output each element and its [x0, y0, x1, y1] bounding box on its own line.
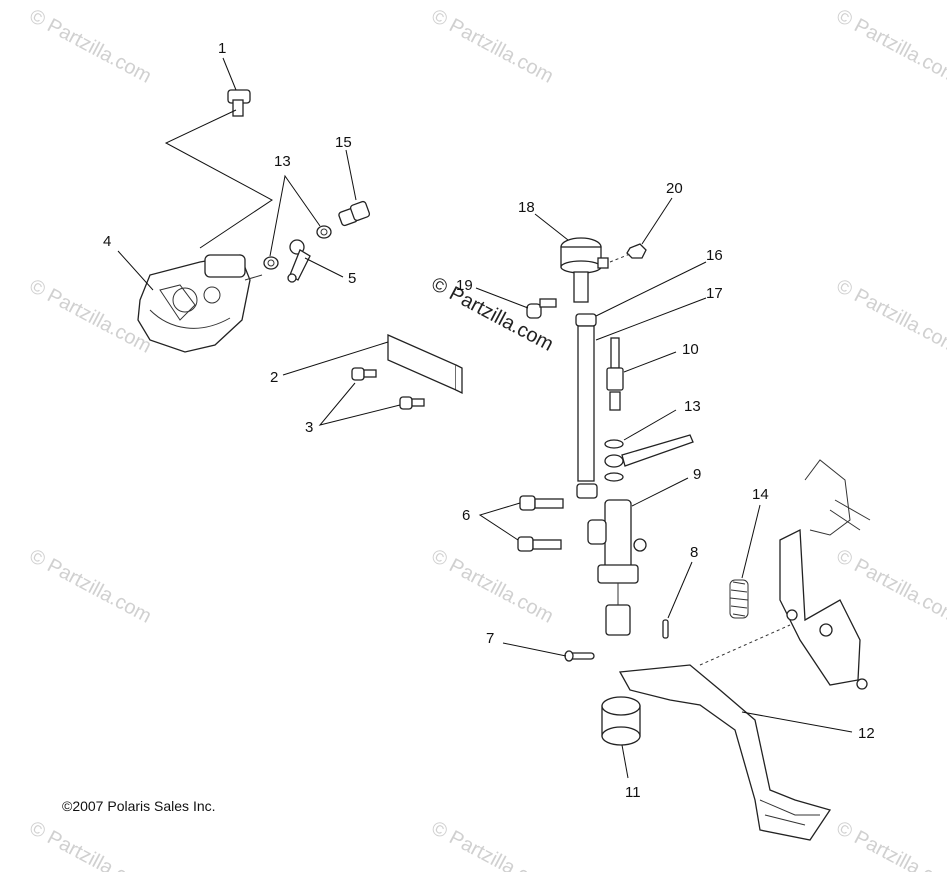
part-20-nut[interactable] [626, 243, 647, 259]
callout-12: 12 [858, 725, 875, 742]
leader-13-caliper [269, 174, 321, 257]
watermark: © Partzilla.com [26, 545, 155, 628]
part-12-brake-pedal[interactable] [618, 664, 832, 841]
leader-8 [667, 561, 693, 619]
watermark: © Partzilla.com [428, 545, 557, 628]
part-4-brake-caliper[interactable] [137, 254, 263, 353]
callout-1: 1 [218, 40, 226, 57]
leader-11 [621, 744, 629, 779]
part-11-bushing[interactable] [601, 696, 641, 746]
callout-4: 4 [103, 233, 111, 250]
watermark: © Partzilla.com [428, 817, 557, 872]
part-5-banjo-fitting[interactable] [287, 239, 311, 283]
part-13-washers-master[interactable] [604, 434, 694, 482]
frame-bracket[interactable] [779, 459, 871, 690]
callout-17: 17 [706, 285, 723, 302]
watermark: © Partzilla.com [833, 275, 947, 358]
leader-13-master [623, 409, 677, 441]
callout-15: 15 [335, 134, 352, 151]
callout-9: 9 [693, 466, 701, 483]
leader-18 [534, 213, 569, 241]
part-15-banjo-bolt[interactable] [338, 200, 371, 227]
watermark: © Partzilla.com [833, 5, 947, 88]
leader-12 [741, 711, 853, 733]
callout-2: 2 [270, 369, 278, 386]
callout-18: 18 [518, 199, 535, 216]
callout-13-master: 13 [684, 398, 701, 415]
leader-14 [741, 504, 761, 579]
copyright-notice: ©2007 Polaris Sales Inc. [62, 798, 216, 814]
callout-14: 14 [752, 486, 769, 503]
callout-10: 10 [682, 341, 699, 358]
watermark: © Partzilla.com [833, 817, 947, 872]
part-16-clamp-lower[interactable] [576, 483, 598, 499]
callout-11: 11 [625, 784, 641, 801]
leader-5 [304, 257, 344, 278]
part-7-clevis-pin[interactable] [564, 650, 595, 662]
callout-8: 8 [690, 544, 698, 561]
leader-19 [475, 287, 529, 309]
leader-3 [318, 382, 401, 426]
leader-7 [502, 642, 567, 657]
watermark: © Partzilla.com [428, 5, 557, 88]
part-13-washers-caliper[interactable] [263, 225, 332, 270]
part-3-bolts[interactable] [351, 367, 425, 410]
leader-1 [222, 57, 237, 91]
part-16-clamp[interactable] [575, 313, 597, 327]
leader-6 [478, 502, 521, 541]
callout-19: 19 [456, 277, 473, 294]
part-18-reservoir[interactable] [560, 237, 609, 303]
callouts: 1 2 3 4 5 6 7 8 9 10 11 12 13 13 14 15 1… [103, 40, 875, 801]
callout-5: 5 [348, 270, 356, 287]
leader-1-to-4 [164, 109, 273, 249]
callout-16: 16 [706, 247, 723, 264]
leader-17 [595, 297, 707, 341]
leader-15 [345, 149, 357, 201]
dash-20 [609, 253, 631, 263]
callout-20: 20 [666, 180, 683, 197]
leader-16 [595, 261, 707, 317]
part-6-bolts[interactable] [517, 495, 564, 552]
watermark: © Partzilla.com [833, 545, 947, 628]
leader-4 [117, 250, 154, 291]
callout-3: 3 [305, 419, 313, 436]
part-17-hose[interactable] [577, 325, 595, 482]
leader-10 [623, 351, 677, 373]
callout-6: 6 [462, 507, 470, 524]
leader-20 [641, 197, 673, 245]
watermark-layer: © Partzilla.com © Partzilla.com © Partzi… [26, 5, 947, 872]
part-9-master-cylinder[interactable] [587, 499, 647, 636]
part-19-bolt[interactable] [526, 298, 557, 319]
part-14-spring[interactable] [729, 579, 749, 619]
part-8-pin[interactable] [662, 619, 669, 639]
callout-13-caliper: 13 [274, 153, 291, 170]
watermark: © Partzilla.com [26, 5, 155, 88]
leader-2 [282, 341, 389, 376]
watermark: © Partzilla.com [26, 275, 155, 358]
part-1-bolt[interactable] [227, 89, 251, 117]
watermark: © Partzilla.com [26, 817, 155, 872]
callout-7: 7 [486, 630, 494, 647]
leader-9 [631, 477, 689, 507]
part-10-fitting[interactable] [606, 337, 624, 411]
part-2-bracket[interactable] [387, 334, 463, 395]
dash-12 [699, 624, 791, 666]
